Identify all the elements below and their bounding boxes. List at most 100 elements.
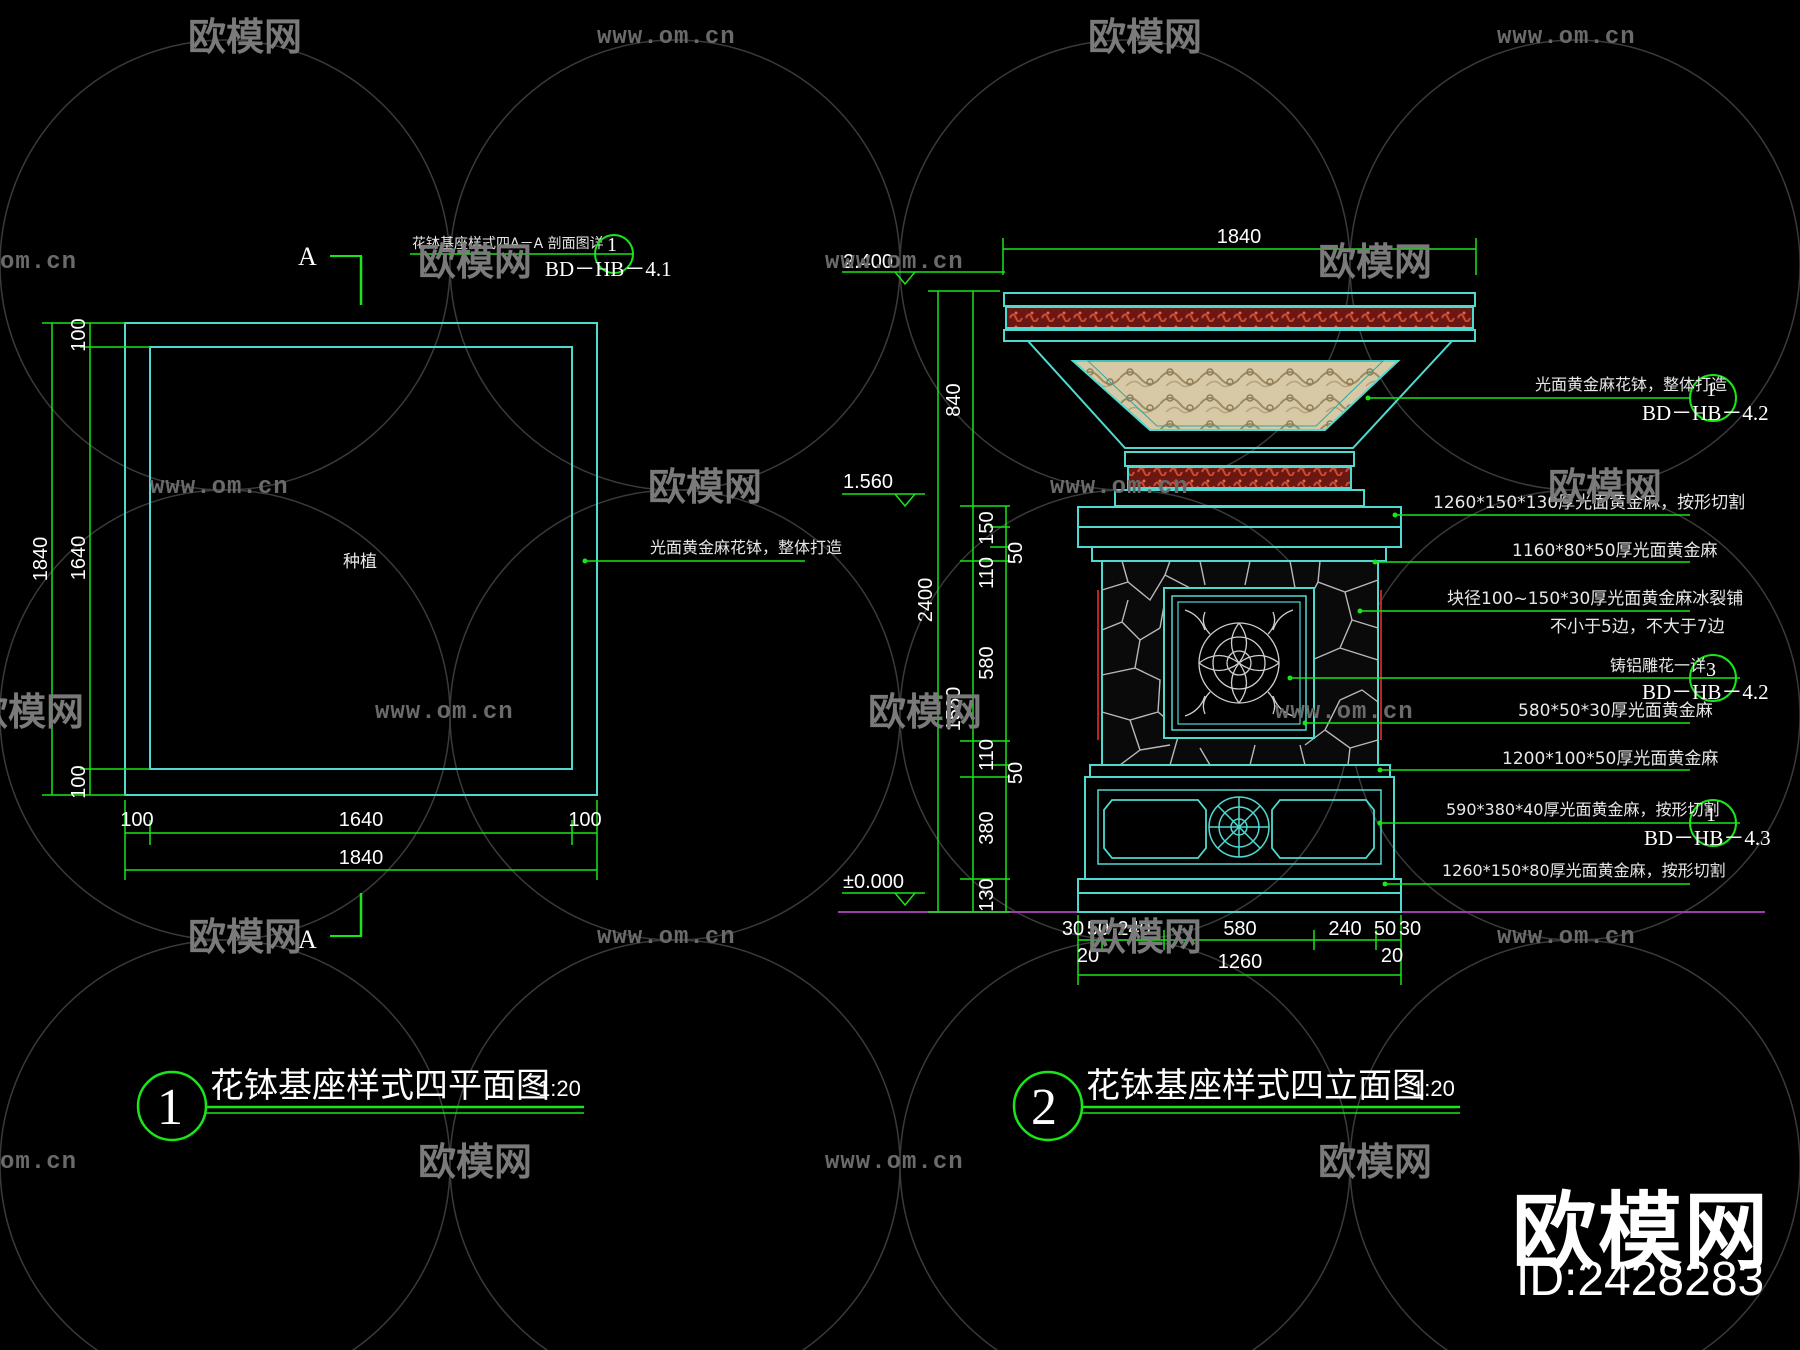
svg-text:www.om.cn: www.om.cn [1497, 924, 1636, 951]
elev-dim-v-5: 580 [976, 646, 998, 679]
elev-note-0: 光面黄金麻花钵，整体打造 [1535, 375, 1727, 394]
elev-dim-b-5: 50 [1374, 918, 1396, 940]
svg-text:www.om.cn: www.om.cn [375, 699, 514, 726]
svg-text:www.om.cn: www.om.cn [825, 249, 964, 276]
elev-dim-b-7: 20 [1077, 945, 1099, 967]
elev-note-2: 1160*80*50厚光面黄金麻 [1512, 541, 1718, 561]
plan-dim-bottom-2: 100 [568, 809, 601, 831]
svg-text:欧模网: 欧模网 [0, 690, 84, 734]
elev-dim-v-7: 110 [976, 739, 998, 771]
svg-text:欧模网: 欧模网 [868, 690, 982, 734]
elev-dim-b-2: 240 [1117, 918, 1150, 940]
rosette [1208, 796, 1270, 858]
level-ground: ±0.000 [843, 871, 904, 893]
plan-view: A 花钵基座样式四A－A 剖面图详 1 BD－HB－4.1 A 种植 光面黄金麻… [30, 234, 842, 1142]
elev-note-0-tag-num: 1 [1706, 379, 1716, 401]
elev-note-8-tag-num: 1 [1706, 804, 1716, 826]
plan-dim-bottom-3: 1840 [339, 847, 384, 869]
plan-dim-left-0: 100 [68, 318, 90, 351]
elev-note-1: 1260*150*130厚光面黄金麻，按形切割 [1433, 493, 1745, 513]
plan-title-num: 1 [157, 1079, 183, 1136]
svg-text:om.cn: om.cn [0, 1149, 77, 1176]
elev-dim-b-1: 50 [1087, 918, 1109, 940]
elev-dim-v-2: 110 [976, 557, 998, 589]
plan-dim-left-3: 1840 [30, 537, 52, 582]
elev-note-8-tag-ref: BD－HB－4.3 [1644, 826, 1771, 850]
level-mid: 1.560 [843, 471, 893, 493]
elev-note-4: 不小于5边，不大于7边 [1550, 617, 1725, 637]
svg-text:www.om.cn: www.om.cn [1050, 474, 1189, 501]
svg-text:www.om.cn: www.om.cn [597, 24, 736, 51]
svg-text:欧模网: 欧模网 [418, 1140, 532, 1184]
model-id: ID:2428283 [1516, 1253, 1765, 1306]
plan-dim-bottom-0: 100 [120, 809, 153, 831]
plan-outer-rect [124, 322, 598, 796]
svg-text:om.cn: om.cn [0, 249, 77, 276]
elev-title: 花钵基座样式四立面图 [1086, 1066, 1426, 1106]
plan-center-label: 种植 [343, 552, 377, 572]
elev-dim-v-8: 50 [1005, 762, 1027, 784]
bowl-carving [1070, 360, 1401, 431]
elev-dim-v-3: 50 [1005, 542, 1027, 564]
elev-note-6: 580*50*30厚光面黄金麻 [1518, 701, 1713, 721]
elev-dim-b-8: 20 [1381, 945, 1403, 967]
elev-dim-b-9: 1260 [1218, 951, 1263, 973]
svg-text:欧模网: 欧模网 [1318, 1140, 1432, 1184]
plan-material-note: 光面黄金麻花钵，整体打造 [650, 538, 842, 557]
elev-note-5: 铸铝雕花一详 [1610, 656, 1706, 675]
svg-text:欧模网: 欧模网 [1548, 465, 1662, 509]
elev-dim-v-0: 840 [943, 383, 965, 416]
elev-note-7: 1200*100*50厚光面黄金麻 [1502, 749, 1718, 769]
aluminum-flower-panel [1184, 609, 1294, 717]
section-note: 花钵基座样式四A－A 剖面图详 [412, 235, 604, 252]
elev-note-5-tag-ref: BD－HB－4.2 [1642, 680, 1769, 704]
plan-dim-left-1: 1640 [68, 536, 90, 581]
elev-dim-b-4: 240 [1328, 918, 1361, 940]
elev-note-3: 块径100~150*30厚光面黄金麻冰裂铺 [1447, 589, 1743, 609]
elev-dim-v-1: 150 [976, 511, 998, 544]
svg-text:欧模网: 欧模网 [188, 15, 302, 59]
section-tag-num: 1 [607, 234, 617, 256]
elev-scale: 1:20 [1412, 1076, 1455, 1101]
svg-text:www.om.cn: www.om.cn [150, 474, 289, 501]
elev-dim-v-10: 130 [976, 878, 998, 911]
section-tag-circle [594, 234, 634, 274]
elev-note-0-tag-ref: BD－HB－4.2 [1642, 401, 1769, 425]
watermarks: 欧模网 www.om.cn 欧模网 www.om.cn om.cn 欧模网 ww… [0, 15, 1662, 1184]
svg-text:www.om.cn: www.om.cn [825, 1149, 964, 1176]
svg-text:欧模网: 欧模网 [1088, 15, 1202, 59]
plan-scale: 1:20 [538, 1076, 581, 1101]
svg-text:欧模网: 欧模网 [418, 240, 532, 284]
elev-note-5-tag-num: 3 [1706, 659, 1716, 681]
section-marker-bottom: A [298, 925, 317, 954]
section-tag-ref: BD－HB－4.1 [545, 257, 672, 281]
svg-text:www.om.cn: www.om.cn [597, 924, 736, 951]
svg-text:欧模网: 欧模网 [188, 915, 302, 959]
svg-text:欧模网: 欧模网 [648, 465, 762, 509]
elev-dim-b-3: 580 [1223, 918, 1256, 940]
plan-dim-left-2: 100 [68, 765, 90, 798]
elev-dim-b-6: 30 [1399, 918, 1421, 940]
neck-ornament [1127, 466, 1352, 489]
section-marker-top: A [298, 242, 317, 271]
elev-dim-b-0: 30 [1062, 918, 1084, 940]
plan-title: 花钵基座样式四平面图 [210, 1066, 550, 1106]
elev-dim-v-6: 1560 [943, 687, 965, 732]
elev-note-9: 1260*150*80厚光面黄金麻，按形切割 [1442, 861, 1726, 880]
plan-dim-bottom-1: 1640 [339, 809, 384, 831]
elev-dim-v-4: 2400 [915, 578, 937, 623]
brand-watermark: 欧模网 [1512, 1183, 1771, 1281]
elev-title-num: 2 [1031, 1079, 1057, 1136]
svg-text:欧模网: 欧模网 [1318, 240, 1432, 284]
svg-text:www.om.cn: www.om.cn [1497, 24, 1636, 51]
bowl-rim-ornament [1005, 306, 1474, 329]
elev-dim-v-9: 380 [976, 811, 998, 844]
elev-note-8: 590*380*40厚光面黄金麻，按形切割 [1446, 800, 1719, 819]
elevation-view: 1840 [838, 226, 1771, 1142]
plan-inner-rect [149, 346, 573, 770]
svg-text:欧模网: 欧模网 [1088, 915, 1202, 959]
elev-top-width: 1840 [1217, 226, 1262, 248]
svg-text:www.om.cn: www.om.cn [1275, 699, 1414, 726]
level-top: 2.400 [843, 251, 893, 273]
